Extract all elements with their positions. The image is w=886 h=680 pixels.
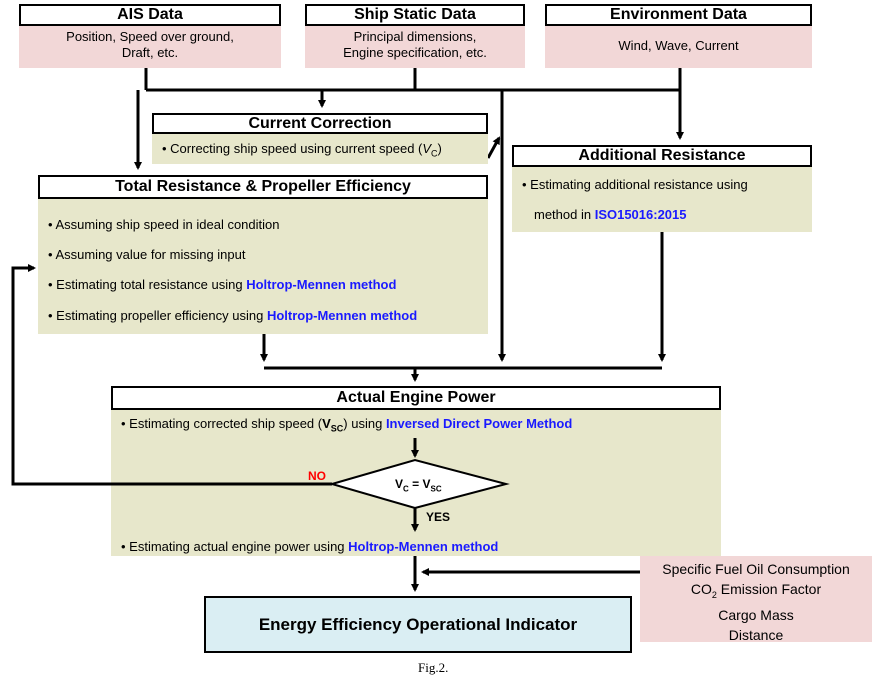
ship-static-detail-line: Principal dimensions, — [353, 29, 477, 44]
ship-static-detail-line: Engine specification, etc. — [343, 45, 487, 60]
total-resistance-bullet: • Estimating total resistance using Holt… — [48, 277, 397, 292]
figure-caption: Fig.2. — [418, 660, 449, 675]
ship-static-data-title: Ship Static Data — [305, 4, 525, 26]
total-resistance-title: Total Resistance & Propeller Efficiency — [38, 175, 488, 199]
eeoi-inputs-box: Specific Fuel Oil Consumption CO2 Emissi… — [640, 556, 872, 643]
decision-condition: VC = VSC — [395, 477, 442, 494]
input-co2-factor: CO2 Emission Factor — [690, 581, 822, 600]
environment-data-details: Wind, Wave, Current — [545, 26, 812, 68]
input-cargo-mass: Cargo Mass — [718, 606, 794, 623]
ais-data-title: AIS Data — [19, 4, 281, 26]
additional-resistance-line2: method in ISO15016:2015 — [534, 207, 687, 222]
total-resistance-bullet: • Assuming value for missing input — [48, 247, 246, 262]
additional-resistance-title: Additional Resistance — [512, 145, 812, 167]
additional-resistance-line1: • Estimating additional resistance using — [522, 177, 748, 192]
total-resistance-body: • Assuming ship speed in ideal condition… — [38, 199, 488, 334]
engine-power-bullet-power: • Estimating actual engine power using H… — [121, 539, 499, 554]
ship-static-data-details: Principal dimensions, Engine specificati… — [305, 26, 525, 68]
current-correction-body: • Correcting ship speed using current sp… — [152, 134, 488, 164]
environment-detail-line: Wind, Wave, Current — [618, 38, 739, 53]
input-distance: Distance — [728, 626, 784, 643]
no-label: NO — [308, 469, 326, 483]
environment-data-title: Environment Data — [545, 4, 812, 26]
yes-label: YES — [426, 510, 451, 524]
engine-power-bullet-speed: • Estimating corrected ship speed (VSC) … — [121, 416, 573, 434]
actual-engine-power-title: Actual Engine Power — [111, 386, 721, 410]
ais-data-details: Position, Speed over ground, Draft, etc. — [19, 26, 281, 68]
current-correction-bullet: • Correcting ship speed using current sp… — [162, 141, 442, 159]
total-resistance-bullet: • Assuming ship speed in ideal condition — [48, 217, 280, 232]
eeoi-box: Energy Efficiency Operational Indicator — [204, 596, 632, 653]
ais-detail-line: Draft, etc. — [121, 45, 179, 60]
additional-resistance-body: • Estimating additional resistance using… — [512, 167, 812, 232]
ais-detail-line: Position, Speed over ground, — [66, 29, 234, 44]
input-sfoc: Specific Fuel Oil Consumption — [662, 561, 850, 577]
current-correction-title: Current Correction — [152, 113, 488, 134]
total-resistance-bullet: • Estimating propeller efficiency using … — [48, 308, 418, 323]
